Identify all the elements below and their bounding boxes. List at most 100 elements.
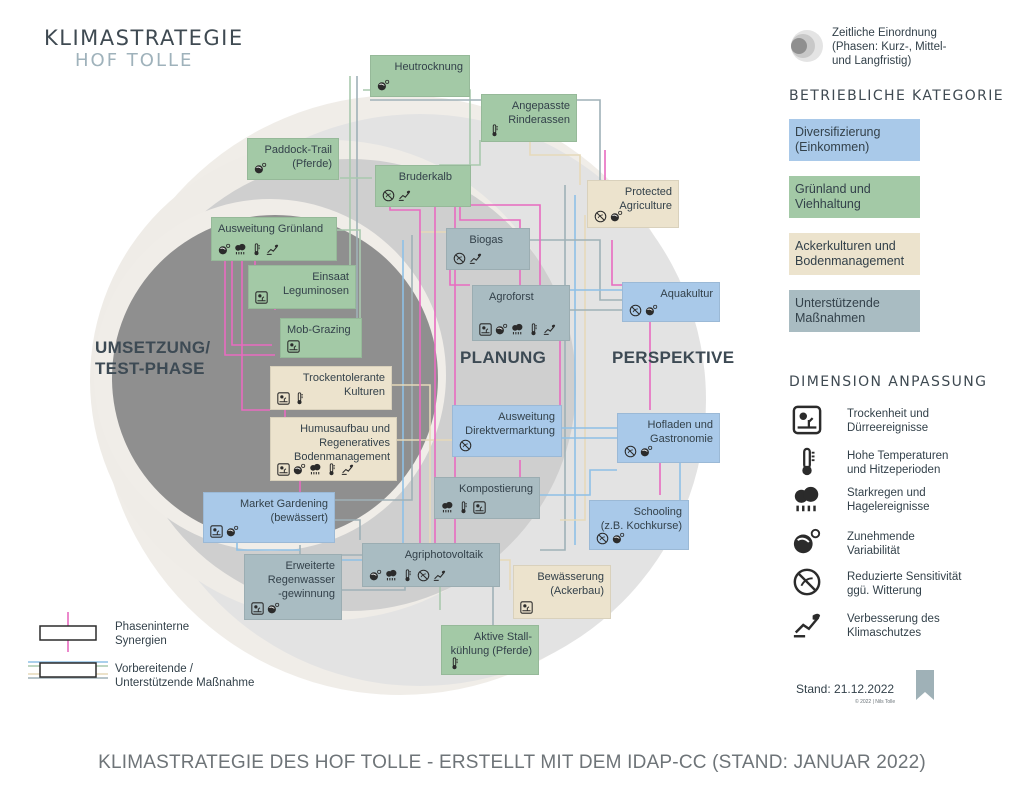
measure-icons	[287, 340, 300, 353]
variability-icon	[254, 162, 267, 175]
measure-icons	[596, 532, 625, 545]
legend-heading-dimension: DIMENSION ANPASSUNG	[789, 374, 988, 390]
stand-date: Stand: 21.12.2022	[796, 682, 895, 696]
measure-icons	[594, 210, 623, 223]
title: KLIMASTRATEGIE	[44, 26, 244, 50]
climate-protection-icon	[433, 569, 446, 582]
measure-box-schooling[interactable]: Schooling (z.B. Kochkurse)	[589, 500, 689, 550]
measure-label: Protected Agriculture	[619, 186, 672, 212]
drought-icon	[287, 340, 300, 353]
reduced-sensitivity-icon	[596, 532, 609, 545]
variability-icon	[369, 569, 382, 582]
drought-icon	[277, 463, 290, 476]
reduced-sensitivity-icon	[792, 567, 822, 597]
variability-icon	[612, 532, 625, 545]
variability-icon	[645, 304, 658, 317]
measure-label: Bruderkalb	[398, 171, 452, 183]
measure-icons	[251, 602, 280, 615]
measure-box-trockentolerante-kulturen[interactable]: Trockentolerante Kulturen	[270, 366, 392, 410]
variability-icon	[495, 323, 508, 336]
thermometer-icon	[250, 243, 263, 256]
thermometer-icon	[457, 501, 470, 514]
measure-box-aktive-stallkuehlung[interactable]: Aktive Stall- kühlung (Pferde)	[441, 625, 539, 675]
climate-protection-icon	[398, 189, 411, 202]
measure-box-einsaat-leguminosen[interactable]: Einsaat Leguminosen	[248, 265, 356, 309]
measure-box-heutrocknung[interactable]: Heutrocknung	[370, 55, 470, 97]
measure-box-humusaufbau[interactable]: Humusaufbau und Regeneratives Bodenmanag…	[270, 417, 397, 481]
phase-circles-icon	[791, 30, 823, 62]
legend-category-diversifizierung: Diversifizierung (Einkommen)	[789, 119, 920, 161]
legend-category-unterstuetzende: Unterstützende Maßnahmen	[789, 290, 920, 332]
thermometer-icon	[293, 392, 306, 405]
measure-box-angepasste-rinderassen[interactable]: Angepasste Rinderassen	[481, 94, 577, 142]
measure-label: Bewässerung (Ackerbau)	[537, 571, 604, 597]
drought-icon	[520, 601, 533, 614]
measure-box-protected-agriculture[interactable]: Protected Agriculture	[587, 180, 679, 228]
measure-box-ausweitung-gruenland[interactable]: Ausweitung Grünland	[211, 217, 337, 261]
legend-category-ackerkulturen: Ackerkulturen und Bodenmanagement	[789, 233, 920, 275]
measure-icons	[441, 501, 486, 514]
legend-synergien: Phaseninterne Synergien	[115, 621, 190, 647]
legend-dimension-label: Hohe Temperaturen und Hitzeperioden	[847, 450, 949, 476]
storm-icon	[234, 243, 247, 256]
thermometer-icon	[792, 447, 822, 477]
measure-icons	[488, 124, 501, 137]
measure-label: Erweiterte Regenwasser -gewinnung	[267, 560, 335, 600]
measure-box-bewaesserung[interactable]: Bewässerung (Ackerbau)	[513, 565, 611, 619]
measure-box-agroforst[interactable]: Agroforst	[472, 285, 570, 341]
measure-label: Agroforst	[489, 291, 534, 303]
measure-label: Schooling (z.B. Kochkurse)	[600, 506, 682, 532]
reduced-sensitivity-icon	[453, 252, 466, 265]
measure-box-agriphotovoltaik[interactable]: Agriphotovoltaik	[362, 543, 500, 587]
measure-box-erweiterte-regenwasser[interactable]: Erweiterte Regenwasser -gewinnung	[244, 554, 342, 620]
climate-protection-icon	[792, 610, 822, 640]
measure-label: Market Gardening (bewässert)	[239, 498, 328, 524]
phase-label-umsetzung: UMSETZUNG/ TEST-PHASE	[95, 338, 211, 378]
measure-box-paddock-trail[interactable]: Paddock-Trail (Pferde)	[247, 138, 339, 180]
measure-box-bruderkalb[interactable]: Bruderkalb	[375, 165, 471, 207]
measure-icons	[277, 463, 354, 476]
measure-label: Hofladen und Gastronomie	[647, 419, 713, 445]
measure-box-biogas[interactable]: Biogas	[446, 228, 530, 270]
climate-protection-icon	[469, 252, 482, 265]
drought-icon	[473, 501, 486, 514]
storm-icon	[792, 485, 822, 515]
line-legend-graphic	[28, 612, 108, 679]
copyright: © 2022 | Nils Tolle	[855, 699, 896, 705]
measure-icons	[629, 304, 658, 317]
supporting-box-sample	[39, 662, 97, 678]
measure-box-market-gardening[interactable]: Market Gardening (bewässert)	[203, 492, 335, 543]
storm-icon	[309, 463, 322, 476]
measure-icons	[254, 162, 267, 175]
legend-dimension-label: Starkregen und Hagelereignisse	[847, 487, 930, 513]
measure-box-mob-grazing[interactable]: Mob-Grazing	[280, 318, 362, 358]
measure-icons	[479, 323, 556, 336]
measure-label: Agriphotovoltaik	[404, 549, 483, 561]
measure-icons	[520, 601, 533, 614]
measure-label: Humusaufbau und Regeneratives Bodenmanag…	[293, 423, 390, 463]
measure-box-hofladen-gastronomie[interactable]: Hofladen und Gastronomie	[617, 413, 720, 463]
measure-label: Aktive Stall- kühlung (Pferde)	[450, 631, 532, 657]
legend-category-gruenland: Grünland und Viehhaltung	[789, 176, 920, 218]
variability-icon	[610, 210, 623, 223]
measure-icons	[210, 525, 239, 538]
variability-icon	[640, 445, 653, 458]
drought-icon	[255, 291, 268, 304]
measure-box-kompostierung[interactable]: Kompostierung	[434, 477, 540, 519]
measure-box-aquakultur[interactable]: Aquakultur	[622, 282, 720, 322]
climate-protection-icon	[266, 243, 279, 256]
measure-icons	[277, 392, 306, 405]
thermometer-icon	[527, 323, 540, 336]
legend-dimension-label: Verbesserung des Klimaschutzes	[847, 613, 940, 639]
drought-icon	[210, 525, 223, 538]
variability-icon	[218, 243, 231, 256]
legend-heading-betriebliche: BETRIEBLICHE KATEGORIE	[789, 88, 1005, 104]
phase-label-perspektive: PERSPEKTIVE	[612, 348, 735, 367]
thermometer-icon	[325, 463, 338, 476]
measure-box-ausweitung-direktvermarktung[interactable]: Ausweitung Direktvermarktung	[452, 405, 562, 457]
reduced-sensitivity-icon	[459, 439, 472, 452]
storm-icon	[441, 501, 454, 514]
measure-label: Heutrocknung	[394, 61, 464, 73]
legend-zeitliche: Zeitliche Einordnung (Phasen: Kurz-, Mit…	[832, 27, 947, 67]
measure-icons	[453, 252, 482, 265]
